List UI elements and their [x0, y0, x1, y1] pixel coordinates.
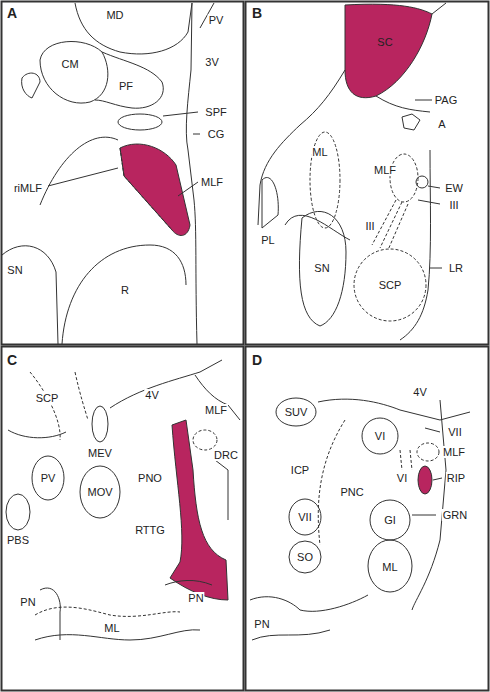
structure-label: VII: [297, 511, 312, 523]
structure-label: MLF: [200, 176, 224, 188]
structure-label: SN: [6, 264, 23, 276]
panel-letter: D: [251, 353, 263, 368]
panel-letter: A: [6, 6, 18, 21]
structure-label: VI: [396, 472, 408, 484]
structure-label: GRN: [442, 509, 468, 521]
structure-label: ML: [381, 561, 398, 573]
structure-label: PN: [187, 592, 204, 604]
structure-label: CG: [207, 128, 226, 140]
structure-label: PN: [19, 596, 36, 608]
structure-label: PV: [40, 472, 57, 484]
structure-label: III: [364, 220, 375, 232]
structure-label: PNC: [339, 486, 364, 498]
structure-label: 3V: [204, 56, 219, 68]
structure-label: PAG: [434, 94, 458, 106]
structure-label: PNO: [137, 472, 163, 484]
structure-label: MLF: [442, 446, 466, 458]
structure-label: SCP: [378, 279, 403, 291]
structure-label: 4V: [412, 386, 427, 398]
structure-label: MD: [105, 9, 124, 21]
structure-label: LR: [448, 262, 464, 274]
structure-label: SCP: [35, 392, 60, 404]
structure-label: R: [120, 284, 130, 296]
structure-label: MOV: [86, 486, 113, 498]
structure-label: PBS: [6, 534, 30, 546]
structure-label: MEV: [87, 447, 113, 459]
structure-label: VII: [447, 426, 462, 438]
structure-label: DRC: [213, 449, 239, 461]
panel-letter: B: [251, 6, 263, 21]
structure-label: ML: [103, 622, 120, 634]
structure-label: RIP: [446, 472, 466, 484]
structure-label: SN: [313, 262, 330, 274]
structure-label: PL: [260, 234, 275, 246]
structure-label: PF: [118, 80, 134, 92]
panel-letter: C: [6, 353, 18, 368]
structure-label: RTTG: [134, 524, 166, 536]
structure-label: SO: [296, 551, 314, 563]
structure-label: PN: [253, 618, 270, 630]
structure-label: GI: [383, 514, 397, 526]
structure-label: 4V: [144, 389, 159, 401]
structure-label: EW: [444, 182, 464, 194]
structure-label: A: [437, 118, 446, 130]
structure-label: CM: [60, 58, 79, 70]
structure-label: ICP: [290, 464, 310, 476]
structure-label: SUV: [284, 406, 309, 418]
structure-label: MLF: [204, 404, 228, 416]
structure-label: SC: [376, 36, 393, 48]
structure-label: MLF: [373, 164, 397, 176]
structure-label: VI: [374, 430, 386, 442]
structure-label: SPF: [204, 106, 227, 118]
structure-label: riMLF: [13, 182, 43, 194]
structure-label: ML: [311, 146, 328, 158]
structure-label: PV: [208, 14, 225, 26]
structure-label: III: [448, 199, 459, 211]
